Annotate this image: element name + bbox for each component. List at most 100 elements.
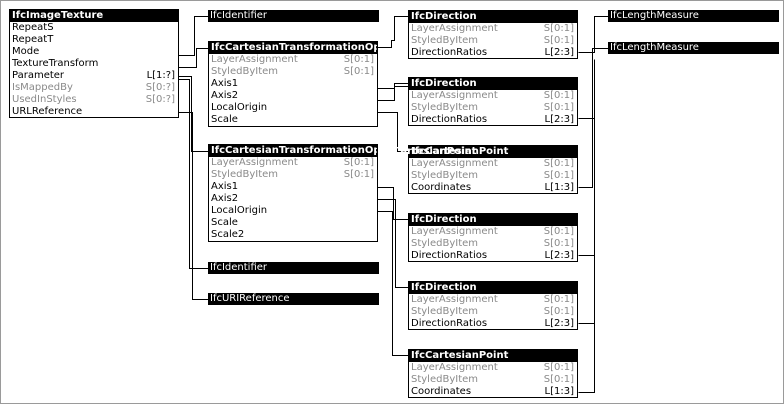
- attribute-name: StyledByItem: [211, 169, 279, 180]
- inverse-attribute-row[interactable]: StyledByItem S[0:1]: [409, 306, 577, 318]
- attribute-cardinality: S[0:1]: [543, 102, 574, 113]
- entity-title: IfcDirection: [409, 11, 577, 23]
- type-box-length-measure-2[interactable]: IfcLengthMeasure: [608, 42, 779, 54]
- entity-title: IfcDirection: [409, 282, 577, 294]
- type-box-length-measure-1[interactable]: IfcLengthMeasure: [608, 10, 779, 22]
- attribute-cardinality: S[0:1]: [543, 374, 574, 385]
- attribute-row[interactable]: DirectionRatios L[2:3]: [409, 318, 577, 330]
- attribute-name: Scale: [211, 217, 238, 228]
- attribute-cardinality: L[2:3]: [544, 47, 574, 58]
- attribute-row[interactable]: URLReference: [10, 106, 178, 118]
- type-box-uri-reference[interactable]: IfcURIReference: [208, 293, 379, 305]
- attribute-name: DirectionRatios: [411, 47, 488, 58]
- attribute-name: StyledByItem: [411, 374, 479, 385]
- attribute-row[interactable]: Mode: [10, 46, 178, 58]
- entity-title: IfcCartesianTransformationOperator2DnonU…: [209, 145, 377, 157]
- attribute-name: Axis1: [211, 181, 239, 192]
- attribute-cardinality: S[0:1]: [343, 54, 374, 65]
- attribute-row[interactable]: Axis2: [209, 193, 377, 205]
- attribute-name: DirectionRatios: [411, 114, 488, 125]
- wire-t2-axis2-dir4: [377, 199, 408, 288]
- type-box-identifier-2[interactable]: IfcIdentifier: [208, 262, 379, 274]
- attribute-name: TextureTransform: [12, 58, 99, 69]
- attribute-cardinality: L[1:3]: [544, 182, 574, 193]
- inverse-attribute-row[interactable]: StyledByItem S[0:1]: [409, 102, 577, 114]
- attribute-name: Scale: [211, 114, 238, 125]
- attribute-name: Coordinates: [411, 182, 472, 193]
- attribute-row[interactable]: LocalOrigin: [209, 205, 377, 217]
- attribute-name: Parameter: [12, 70, 65, 81]
- attribute-row[interactable]: Scale: [209, 114, 377, 126]
- attribute-name: StyledByItem: [411, 306, 479, 317]
- attribute-cardinality: S[0:?]: [145, 94, 175, 105]
- attribute-name: StyledByItem: [411, 170, 479, 181]
- attribute-row[interactable]: DirectionRatios L[2:3]: [409, 114, 577, 126]
- entity-box-image-texture[interactable]: IfcImageTexture RepeatS RepeatT Mode Tex…: [9, 9, 179, 118]
- attribute-cardinality: L[2:3]: [544, 318, 574, 329]
- entity-title: IfcCartesianPoint: [409, 146, 577, 158]
- attribute-name: StyledByItem: [411, 102, 479, 113]
- attribute-cardinality: S[0:1]: [543, 294, 574, 305]
- attribute-name: StyledByItem: [411, 35, 479, 46]
- attribute-cardinality: L[2:3]: [544, 114, 574, 125]
- entity-box-transform-operator-1[interactable]: IfcCartesianTransformationOperator2D Lay…: [208, 41, 378, 127]
- attribute-row[interactable]: LocalOrigin: [209, 102, 377, 114]
- attribute-row[interactable]: Scale2: [209, 229, 377, 241]
- attribute-row[interactable]: Axis2: [209, 90, 377, 102]
- attribute-row[interactable]: RepeatT: [10, 34, 178, 46]
- attribute-name: DirectionRatios: [411, 318, 488, 329]
- attribute-cardinality: S[0:?]: [145, 82, 175, 93]
- attribute-row[interactable]: Axis1: [209, 78, 377, 90]
- attribute-cardinality: L[2:3]: [544, 250, 574, 261]
- wire-t2-axis1-dir3: [377, 187, 408, 220]
- wire-t1-axis1-dir1: [377, 16, 408, 48]
- attribute-cardinality: S[0:1]: [543, 362, 574, 373]
- attribute-cardinality: S[0:1]: [543, 306, 574, 317]
- attribute-row[interactable]: Axis1: [209, 181, 377, 193]
- wire-transform-1: [178, 48, 208, 68]
- attribute-row[interactable]: Coordinates L[1:3]: [409, 182, 577, 194]
- entity-box-transform-operator-2[interactable]: IfcCartesianTransformationOperator2DnonU…: [208, 144, 378, 242]
- attribute-name: Coordinates: [411, 386, 472, 397]
- inverse-attribute-row[interactable]: StyledByItem S[0:1]: [409, 374, 577, 386]
- overlapping-title-text: IfcCartesianPoint: [379, 146, 477, 157]
- attribute-name: LocalOrigin: [211, 102, 268, 113]
- attribute-name: Axis1: [211, 78, 239, 89]
- attribute-row[interactable]: RepeatS: [10, 22, 178, 34]
- attribute-row[interactable]: DirectionRatios L[2:3]: [409, 47, 577, 59]
- type-box-identifier[interactable]: IfcIdentifier: [208, 10, 379, 22]
- wire-t1-axis2b-dir2: [377, 86, 408, 101]
- wire-parameter-identifier: [178, 79, 208, 269]
- attribute-name: LayerAssignment: [411, 90, 498, 101]
- attribute-cardinality: S[0:1]: [343, 157, 374, 168]
- attribute-name: Scale2: [211, 229, 245, 240]
- wire-parameter-transform-2: [178, 76, 208, 152]
- attribute-row[interactable]: TextureTransform: [10, 58, 178, 70]
- entity-title: IfcImageTexture: [10, 10, 178, 22]
- attribute-row[interactable]: Scale: [209, 217, 377, 229]
